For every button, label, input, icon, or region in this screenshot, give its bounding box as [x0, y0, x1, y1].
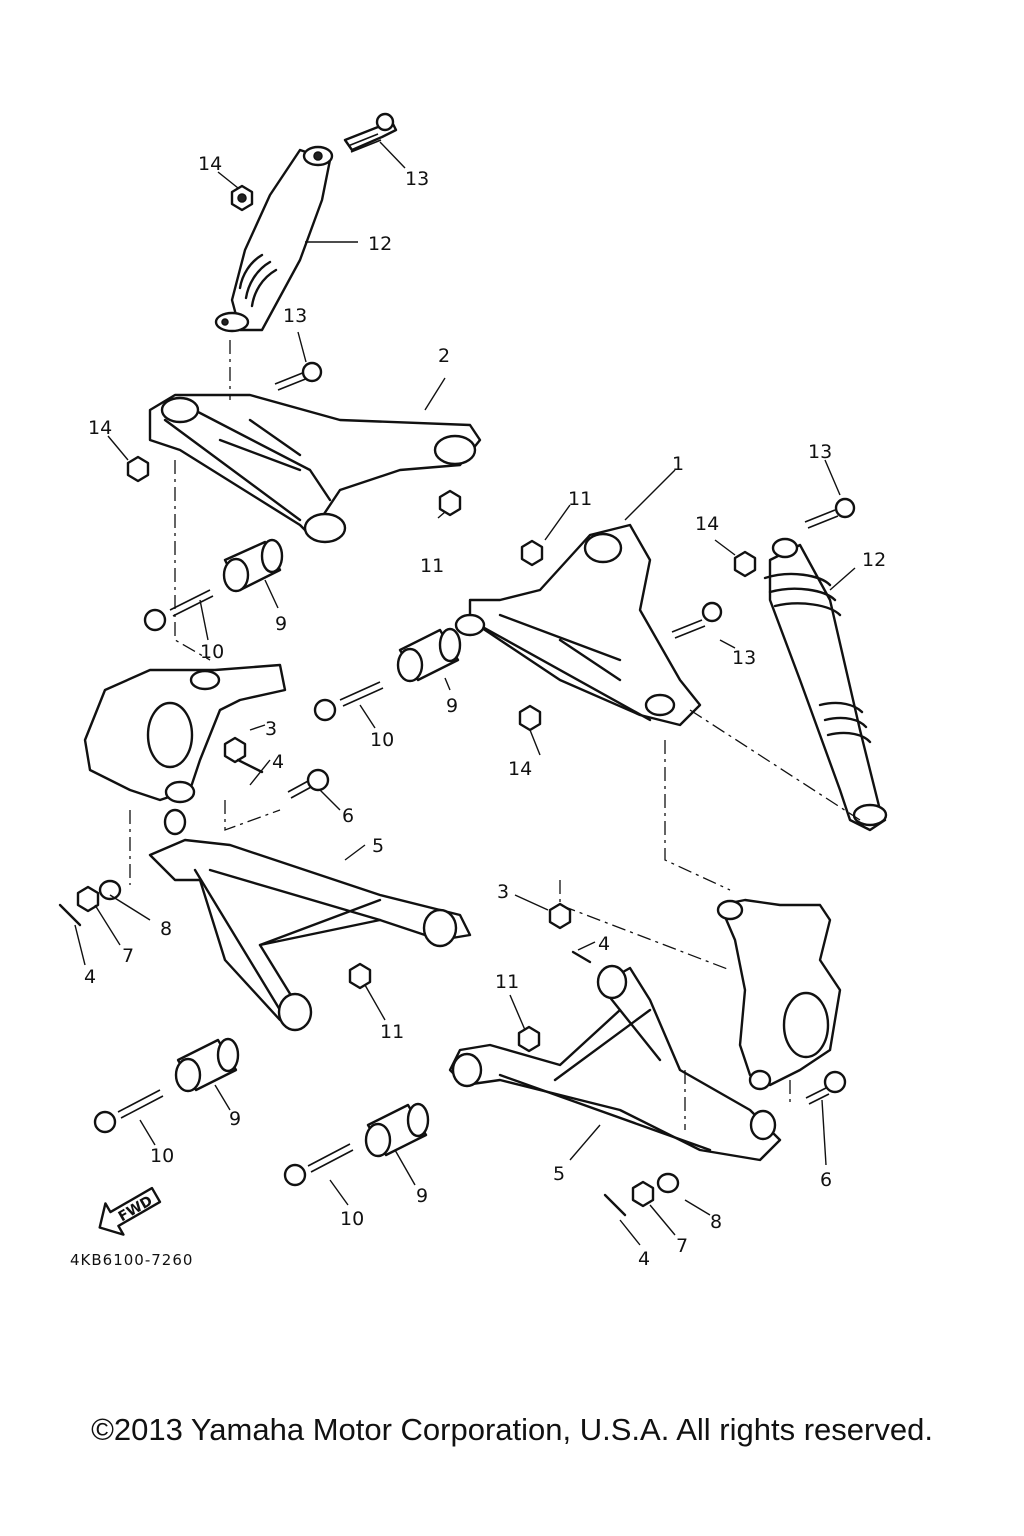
callout-numbers: 1 2 3 3 4 4 4 4 5 5 6 6 7 7 8 8 9 9 9 9 … — [84, 153, 886, 1270]
callout-9: 9 — [275, 613, 287, 635]
callout-4: 4 — [84, 966, 96, 988]
bolt-10-lower-right — [283, 1143, 354, 1187]
callout-9: 9 — [446, 695, 458, 717]
nut-11-upper-left — [438, 489, 462, 517]
bolt-10-lower-left — [93, 1089, 164, 1134]
washer-8-left — [98, 879, 122, 901]
nut-14-upper-left — [126, 455, 150, 483]
upper-arm-right — [454, 523, 702, 727]
washer-8-right — [656, 1172, 680, 1194]
callout-11: 11 — [420, 555, 444, 577]
bushing-9-lower-right — [364, 1102, 430, 1158]
nut-3-right — [548, 902, 572, 930]
nut-14-upper-right — [518, 704, 542, 732]
pin-4-left-lower — [58, 903, 82, 927]
callout-14: 14 — [88, 417, 112, 439]
callout-10: 10 — [340, 1208, 364, 1230]
callout-5: 5 — [372, 835, 384, 857]
callout-12: 12 — [368, 233, 392, 255]
steering-knuckle-right — [716, 898, 842, 1091]
nut-11-lower-left — [348, 962, 372, 990]
nut-11-upper-right — [520, 539, 544, 567]
nut-11-lower-right — [517, 1025, 541, 1053]
lower-arm-left — [148, 808, 472, 1032]
pin-4-right-lower — [603, 1193, 627, 1217]
callout-1: 1 — [672, 453, 684, 475]
callout-7: 7 — [122, 945, 134, 967]
shock-absorber-left — [214, 145, 334, 333]
callout-6: 6 — [820, 1169, 832, 1191]
callout-13: 13 — [283, 305, 307, 327]
diagram-code: 4KB6100-7260 — [70, 1251, 193, 1269]
nut-7-right — [631, 1180, 655, 1208]
callout-13: 13 — [732, 647, 756, 669]
callout-6: 6 — [342, 805, 354, 827]
callout-12: 12 — [862, 549, 886, 571]
callout-4: 4 — [272, 751, 284, 773]
callout-11: 11 — [568, 488, 592, 510]
bushing-9-upper-left — [222, 538, 284, 593]
nut-7-left — [76, 885, 100, 913]
callout-5: 5 — [553, 1163, 565, 1185]
fwd-arrow: FWD — [98, 1186, 162, 1236]
callout-11: 11 — [495, 971, 519, 993]
nut-3-left — [223, 736, 247, 764]
lower-arm-right — [448, 964, 782, 1162]
pin-4-left-upper — [236, 758, 264, 774]
nut-14-right-shock — [733, 550, 757, 578]
callout-9: 9 — [229, 1108, 241, 1130]
callout-4: 4 — [638, 1248, 650, 1270]
callout-14: 14 — [508, 758, 532, 780]
bolt-13-upper-left — [274, 361, 323, 391]
nut-14-top — [230, 184, 254, 212]
upper-arm-left — [148, 393, 482, 544]
bolt-6-right — [805, 1070, 847, 1105]
callout-14: 14 — [695, 513, 719, 535]
callout-7: 7 — [676, 1235, 688, 1257]
leader-lines — [74, 141, 856, 1246]
pin-4-right-upper — [571, 950, 592, 964]
callout-10: 10 — [200, 641, 224, 663]
callout-13: 13 — [808, 441, 832, 463]
copyright-notice: ©2013 Yamaha Motor Corporation, U.S.A. A… — [91, 1412, 933, 1447]
bushing-9-upper-right — [396, 627, 462, 683]
bolt-10-upper-right — [313, 681, 384, 722]
callout-10: 10 — [370, 729, 394, 751]
callout-10: 10 — [150, 1145, 174, 1167]
callout-9: 9 — [416, 1185, 428, 1207]
bolt-10-upper-left — [143, 589, 214, 632]
center-lines — [129, 340, 861, 1130]
steering-knuckle-left — [83, 663, 287, 804]
callout-4: 4 — [598, 933, 610, 955]
bolt-13-right-shock — [804, 497, 856, 529]
shock-absorber-right — [763, 537, 888, 832]
callout-14: 14 — [198, 153, 222, 175]
callout-8: 8 — [160, 918, 172, 940]
callout-3: 3 — [265, 718, 277, 740]
callout-13: 13 — [405, 168, 429, 190]
bolt-13-upper-right — [671, 601, 723, 639]
callout-11: 11 — [380, 1021, 404, 1043]
bolt-13-top — [343, 112, 398, 153]
bushing-9-lower-left — [174, 1037, 240, 1093]
callout-8: 8 — [710, 1211, 722, 1233]
callout-2: 2 — [438, 345, 450, 367]
bolt-6-left — [287, 768, 330, 799]
callout-3: 3 — [497, 881, 509, 903]
